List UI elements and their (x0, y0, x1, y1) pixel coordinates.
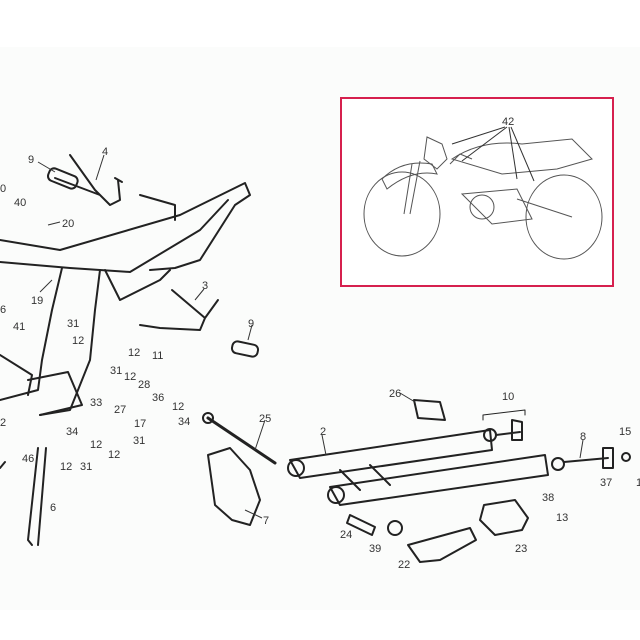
peg-bracket-drawing (54, 154, 123, 206)
part-callout-37: 37 (600, 477, 613, 489)
part-callout-13: 13 (556, 512, 569, 524)
part-callout-2: 2 (0, 417, 7, 429)
part-callout-39: 39 (369, 543, 382, 555)
part-callout-24: 24 (340, 529, 353, 541)
part-callout-26: 26 (389, 388, 402, 400)
part-callout-6: 6 (0, 304, 7, 316)
part-callout-22: 22 (398, 559, 411, 571)
part-callout-20: 20 (62, 218, 75, 230)
part-callout-1: 1 (636, 477, 640, 489)
part-callout-11: 11 (152, 350, 164, 362)
part-callout-17: 17 (134, 418, 147, 430)
part-callout-12: 12 (72, 335, 85, 347)
part-callout-34: 34 (178, 416, 191, 428)
part-callout-41: 41 (13, 321, 26, 333)
chain-guide-drawing (479, 499, 529, 536)
footpeg-rubber-drawing (46, 167, 79, 190)
part-callout-7: 7 (263, 515, 270, 527)
part-callout-31: 31 (80, 461, 93, 473)
part-callout-12: 12 (124, 371, 137, 383)
part-callout-4: 4 (102, 146, 109, 158)
part-callout-12: 12 (128, 347, 141, 359)
part-callout-33: 33 (90, 397, 103, 409)
part-callout-34: 34 (66, 426, 79, 438)
part-callout-8: 8 (580, 431, 587, 443)
part-callout-0: 0 (0, 183, 7, 195)
pivot-bolt-drawing (206, 416, 277, 465)
part-callout-23: 23 (515, 543, 528, 555)
full-bike-inset: 42 (340, 97, 614, 287)
part-callout-38: 38 (542, 492, 555, 504)
motorcycle-illustration-icon (363, 126, 603, 260)
part-callout-40: 40 (14, 197, 27, 209)
part-callout-12: 12 (108, 449, 121, 461)
part-callout-9: 9 (28, 154, 35, 166)
part-callout-15: 15 (619, 426, 632, 438)
part-callout-27: 27 (114, 404, 127, 416)
chain-slider-drawing (407, 527, 477, 563)
part-callout-3: 3 (202, 280, 209, 292)
frame-drawing (0, 182, 251, 416)
part-callout-31: 31 (110, 365, 123, 377)
part-callout-19: 19 (31, 295, 44, 307)
engine-plate-drawing (207, 447, 261, 526)
part-callout-6: 6 (50, 502, 57, 514)
part-callout-46: 46 (22, 453, 35, 465)
swingarm-drawing (287, 429, 549, 506)
part-callout-25: 25 (259, 413, 272, 425)
part-callout-2: 2 (320, 426, 327, 438)
inset-callout-label: 42 (502, 116, 515, 128)
part-callout-12: 12 (90, 439, 103, 451)
part-callout-31: 31 (133, 435, 146, 447)
part-callout-31: 31 (67, 318, 80, 330)
part-callout-9: 9 (248, 318, 255, 330)
part-callout-10: 10 (502, 391, 515, 403)
side-stand-drawing (27, 447, 47, 546)
part-callout-12: 12 (60, 461, 73, 473)
part-callout-28: 28 (138, 379, 151, 391)
part-callout-36: 36 (152, 392, 165, 404)
part-callout-12: 12 (172, 401, 185, 413)
